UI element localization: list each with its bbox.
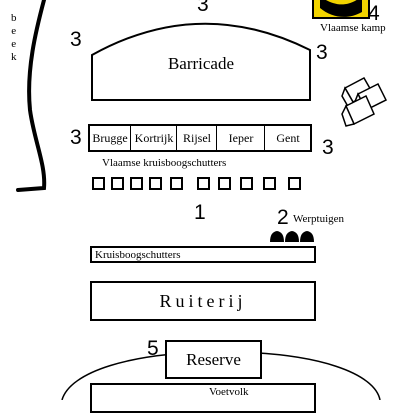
- city-rijsel: Rijsel: [176, 126, 217, 150]
- crossbowman-square: [92, 177, 105, 190]
- crossbowman-square: [218, 177, 231, 190]
- crossbowman-square: [149, 177, 162, 190]
- cavalry-box: Ruiterij: [90, 281, 316, 321]
- crossbowman-square: [170, 177, 183, 190]
- flemish-banner: [312, 0, 370, 19]
- river-line: [16, 0, 47, 192]
- city-ieper: Ieper: [216, 126, 265, 150]
- river-label: b e e k: [11, 12, 17, 64]
- flemish-camp-label: Vlaamse kamp: [320, 22, 386, 34]
- river-letter: e: [11, 38, 17, 50]
- crossbowmen-label: Kruisboogschutters: [95, 249, 181, 261]
- crossbowman-square: [130, 177, 143, 190]
- reserve-box: Reserve: [165, 340, 262, 379]
- infantry-label: Voetvolk: [209, 386, 249, 398]
- river-letter: e: [11, 25, 17, 37]
- crossbowmen-box: Kruisboogschutters: [90, 246, 316, 263]
- crossbowman-square: [288, 177, 301, 190]
- number-left-top: 3: [70, 28, 82, 51]
- crossbowman-square: [263, 177, 276, 190]
- barricade-label: Barricade: [167, 54, 235, 73]
- number-left-cities: 3: [70, 126, 82, 149]
- crossbowman-square: [240, 177, 253, 190]
- number-right-top: 3: [316, 41, 328, 64]
- river-letter: b: [11, 12, 17, 24]
- tents-icon: [341, 76, 388, 127]
- number-right-cities: 3: [322, 136, 334, 159]
- siege-engines-icon: [270, 231, 314, 242]
- cities-box: Brugge Kortrijk Rijsel Ieper Gent: [88, 124, 312, 152]
- city-kortrijk: Kortrijk: [130, 126, 177, 150]
- flemish-crossbowmen-label: Vlaamse kruisboogschutters: [102, 157, 227, 169]
- barricade-shape: [91, 22, 311, 101]
- reserve-label: Reserve: [186, 349, 241, 369]
- number-one: 1: [194, 201, 206, 224]
- number-two: 2: [277, 206, 289, 229]
- crossbowman-square: [197, 177, 210, 190]
- cavalry-label: Ruiterij: [159, 290, 247, 311]
- siege-engines-label: Werptuigen: [293, 213, 345, 225]
- number-five: 5: [147, 337, 159, 360]
- number-top: 3: [197, 0, 209, 16]
- number-four: 4: [368, 2, 380, 25]
- infantry-box: Voetvolk: [90, 383, 316, 413]
- diagram-canvas: [16, 0, 388, 400]
- city-brugge: Brugge: [92, 130, 128, 145]
- river-letter: k: [11, 51, 17, 63]
- crossbowman-square: [111, 177, 124, 190]
- city-gent: Gent: [264, 126, 311, 150]
